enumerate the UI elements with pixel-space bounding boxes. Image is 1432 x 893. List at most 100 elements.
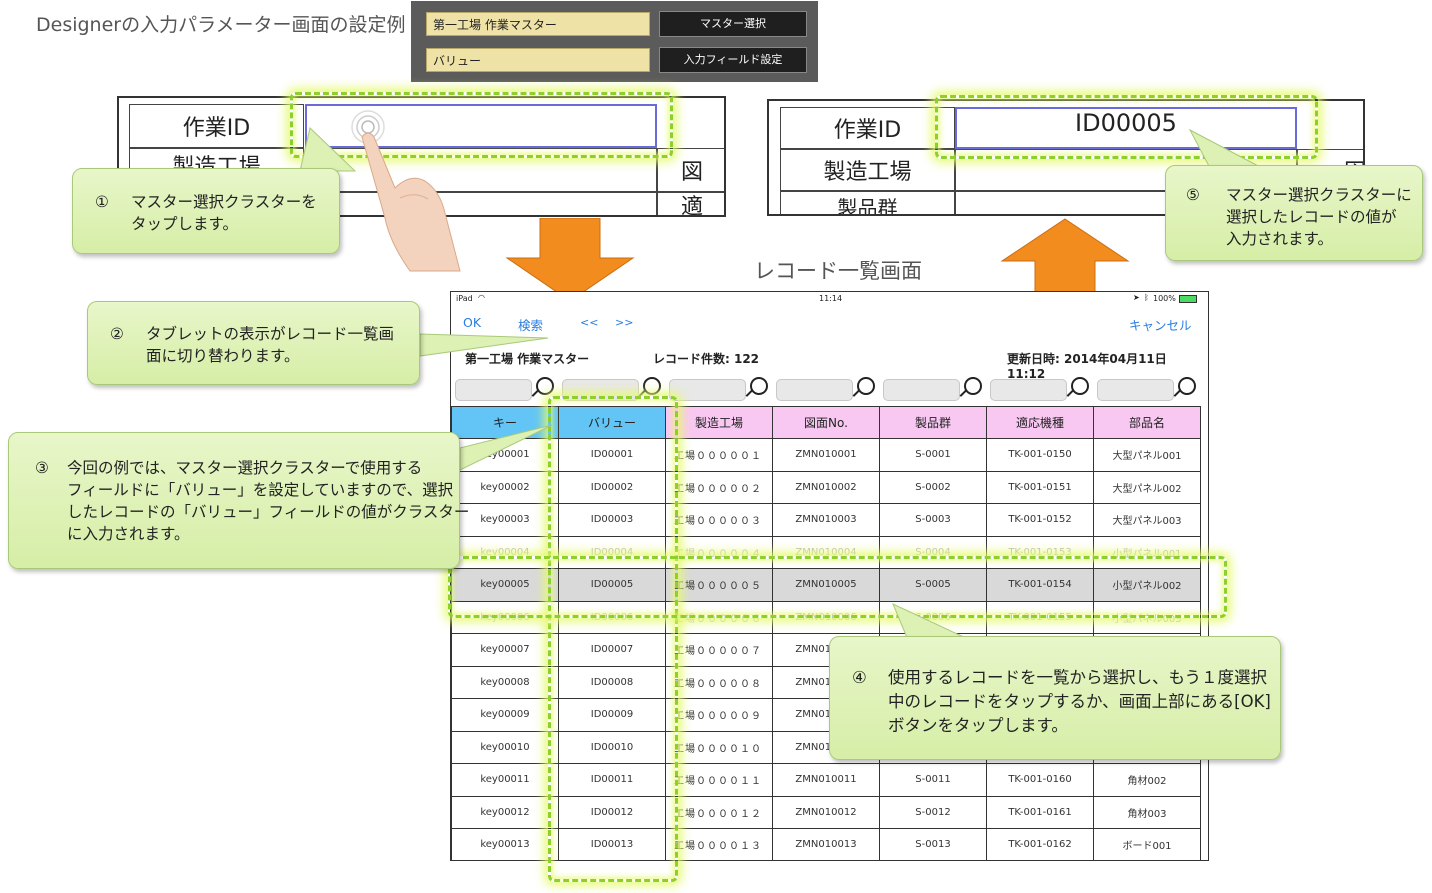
cell-product-group[interactable]: S-0002 xyxy=(879,470,987,504)
search-icon[interactable] xyxy=(536,377,554,395)
cell-factory[interactable]: 工場００００１３ xyxy=(665,828,773,860)
cell-product-group[interactable]: S-0005 xyxy=(879,568,987,602)
cell-model[interactable]: TK-001-0151 xyxy=(986,470,1094,504)
bluetooth-icon: ᛒ xyxy=(1144,293,1149,302)
cell-drawing-no[interactable]: ZMN010013 xyxy=(772,828,880,860)
callout-2-text: タブレットの表示がレコード一覧画 面に切り替わります。 xyxy=(146,325,395,365)
cell-factory[interactable]: 工場０００００７ xyxy=(665,633,773,667)
cell-model[interactable]: TK-001-0162 xyxy=(986,828,1094,860)
value-field[interactable]: バリュー xyxy=(426,48,650,72)
search-icon[interactable] xyxy=(750,377,768,395)
search-icon[interactable] xyxy=(1178,377,1196,395)
cell-model[interactable]: TK-001-0150 xyxy=(986,438,1094,472)
column-header-product-group[interactable]: 製品群 xyxy=(879,406,987,439)
master-select-button[interactable]: マスター選択 xyxy=(659,11,807,37)
column-search-input[interactable] xyxy=(1097,379,1174,401)
column-search-input[interactable] xyxy=(883,379,960,401)
column-header-value[interactable]: バリュー xyxy=(558,406,666,439)
callout-1-text: マスター選択クラスターを タップします。 xyxy=(131,193,317,233)
callout-2-number: ② xyxy=(110,325,124,343)
search-icon[interactable] xyxy=(857,377,875,395)
column-search-input[interactable] xyxy=(990,379,1067,401)
search-button[interactable]: 検索 xyxy=(518,318,544,333)
master-name-field[interactable]: 第一工場 作業マスター xyxy=(426,12,650,36)
cell-model[interactable]: TK-001-0154 xyxy=(986,568,1094,602)
callout-5-text: マスター選択クラスターに 選択したレコードの値が 入力されます。 xyxy=(1226,186,1412,248)
cell-value[interactable]: ID00003 xyxy=(558,503,666,537)
input-field-setting-button[interactable]: 入力フィールド設定 xyxy=(659,47,807,73)
label-product-group: 製品群 xyxy=(780,191,955,214)
cell-value[interactable]: ID00013 xyxy=(558,828,666,860)
cell-product-group[interactable]: S-0003 xyxy=(879,503,987,537)
cell-value[interactable]: ID00009 xyxy=(558,698,666,732)
cell-part-name[interactable]: ボード001 xyxy=(1093,828,1201,860)
column-search-input[interactable] xyxy=(455,379,532,401)
cell-model[interactable]: TK-001-0152 xyxy=(986,503,1094,537)
highlight-value-column xyxy=(548,396,678,882)
cell-value[interactable]: ID00008 xyxy=(558,665,666,699)
column-header-model[interactable]: 適応機種 xyxy=(986,406,1094,439)
work-id-input-filled[interactable]: ID00005 xyxy=(955,107,1297,149)
cell-part-name[interactable]: 大型パネル003 xyxy=(1093,503,1201,537)
tapping-finger-icon xyxy=(351,110,461,272)
cell-key[interactable]: key00005 xyxy=(451,568,559,602)
column-search-input[interactable] xyxy=(562,379,639,401)
info-row: 第一工場 作業マスター レコード件数: 122 更新日時: 2014年04月11… xyxy=(451,344,1208,381)
cell-part-name[interactable]: 大型パネル002 xyxy=(1093,470,1201,504)
cell-drawing-no[interactable]: ZMN010001 xyxy=(772,438,880,472)
cell-drawing-no[interactable]: ZMN010003 xyxy=(772,503,880,537)
cell-factory[interactable]: 工場０００００８ xyxy=(665,665,773,699)
column-search-input[interactable] xyxy=(776,379,853,401)
label-factory-right: 製造工場 xyxy=(780,149,955,191)
next-page-button[interactable]: >> xyxy=(615,316,634,329)
column-search-factory xyxy=(665,377,772,401)
cell-factory[interactable]: 工場０００００５ xyxy=(665,568,773,602)
cell-drawing-no[interactable]: ZMN010005 xyxy=(772,568,880,602)
cell-value[interactable]: ID00004 xyxy=(558,535,666,569)
column-header-drawing-no[interactable]: 図面No. xyxy=(772,406,880,439)
cell-part-name[interactable]: 角材003 xyxy=(1093,795,1201,829)
search-icon[interactable] xyxy=(1071,377,1089,395)
highlight-selected-row xyxy=(448,556,1227,618)
cell-factory[interactable]: 工場０００００２ xyxy=(665,470,773,504)
master-name-label: 第一工場 作業マスター xyxy=(465,352,590,366)
callout-1-number: ① xyxy=(95,193,109,211)
column-search-drawing-no xyxy=(772,377,879,401)
column-search-input[interactable] xyxy=(669,379,746,401)
search-icon[interactable] xyxy=(964,377,982,395)
prev-page-button[interactable]: << xyxy=(580,316,599,329)
column-search-value xyxy=(558,377,665,401)
cancel-button[interactable]: キャンセル xyxy=(1129,318,1192,333)
cell-key[interactable]: key00003 xyxy=(451,503,559,537)
highlight-right-id xyxy=(935,95,1318,159)
cell-part-name[interactable]: 小型パネル001 xyxy=(1093,535,1201,569)
cell-product-group[interactable]: S-0013 xyxy=(879,828,987,860)
cell-drawing-no[interactable]: ZMN010004 xyxy=(772,535,880,569)
cell-value[interactable]: ID00011 xyxy=(558,763,666,797)
cell-factory[interactable]: 工場００００１１ xyxy=(665,763,773,797)
ok-button[interactable]: OK xyxy=(463,315,482,330)
designer-panel: 第一工場 作業マスター マスター選択 バリュー 入力フィールド設定 xyxy=(411,1,818,82)
column-header-key[interactable]: キー xyxy=(451,406,559,439)
callout-3-number: ③ xyxy=(35,459,49,477)
cell-part-name[interactable]: 小型パネル002 xyxy=(1093,568,1201,602)
cell-value[interactable]: ID00001 xyxy=(558,438,666,472)
cell-factory[interactable]: 工場０００００４ xyxy=(665,535,773,569)
cell-product-group[interactable]: S-0001 xyxy=(879,438,987,472)
column-header-factory[interactable]: 製造工場 xyxy=(665,406,773,439)
search-icon[interactable] xyxy=(643,377,661,395)
cell-value[interactable]: ID00007 xyxy=(558,633,666,667)
callout-4: ④ 使用するレコードを一覧から選択し、もう１度選択 中のレコードをタップするか、… xyxy=(829,636,1281,760)
cell-key[interactable]: key00012 xyxy=(451,795,559,829)
cell-value[interactable]: ID00002 xyxy=(558,470,666,504)
column-header-part-name[interactable]: 部品名 xyxy=(1093,406,1201,439)
cell-value[interactable]: ID00005 xyxy=(558,568,666,602)
cell-key[interactable]: key00013 xyxy=(451,828,559,860)
